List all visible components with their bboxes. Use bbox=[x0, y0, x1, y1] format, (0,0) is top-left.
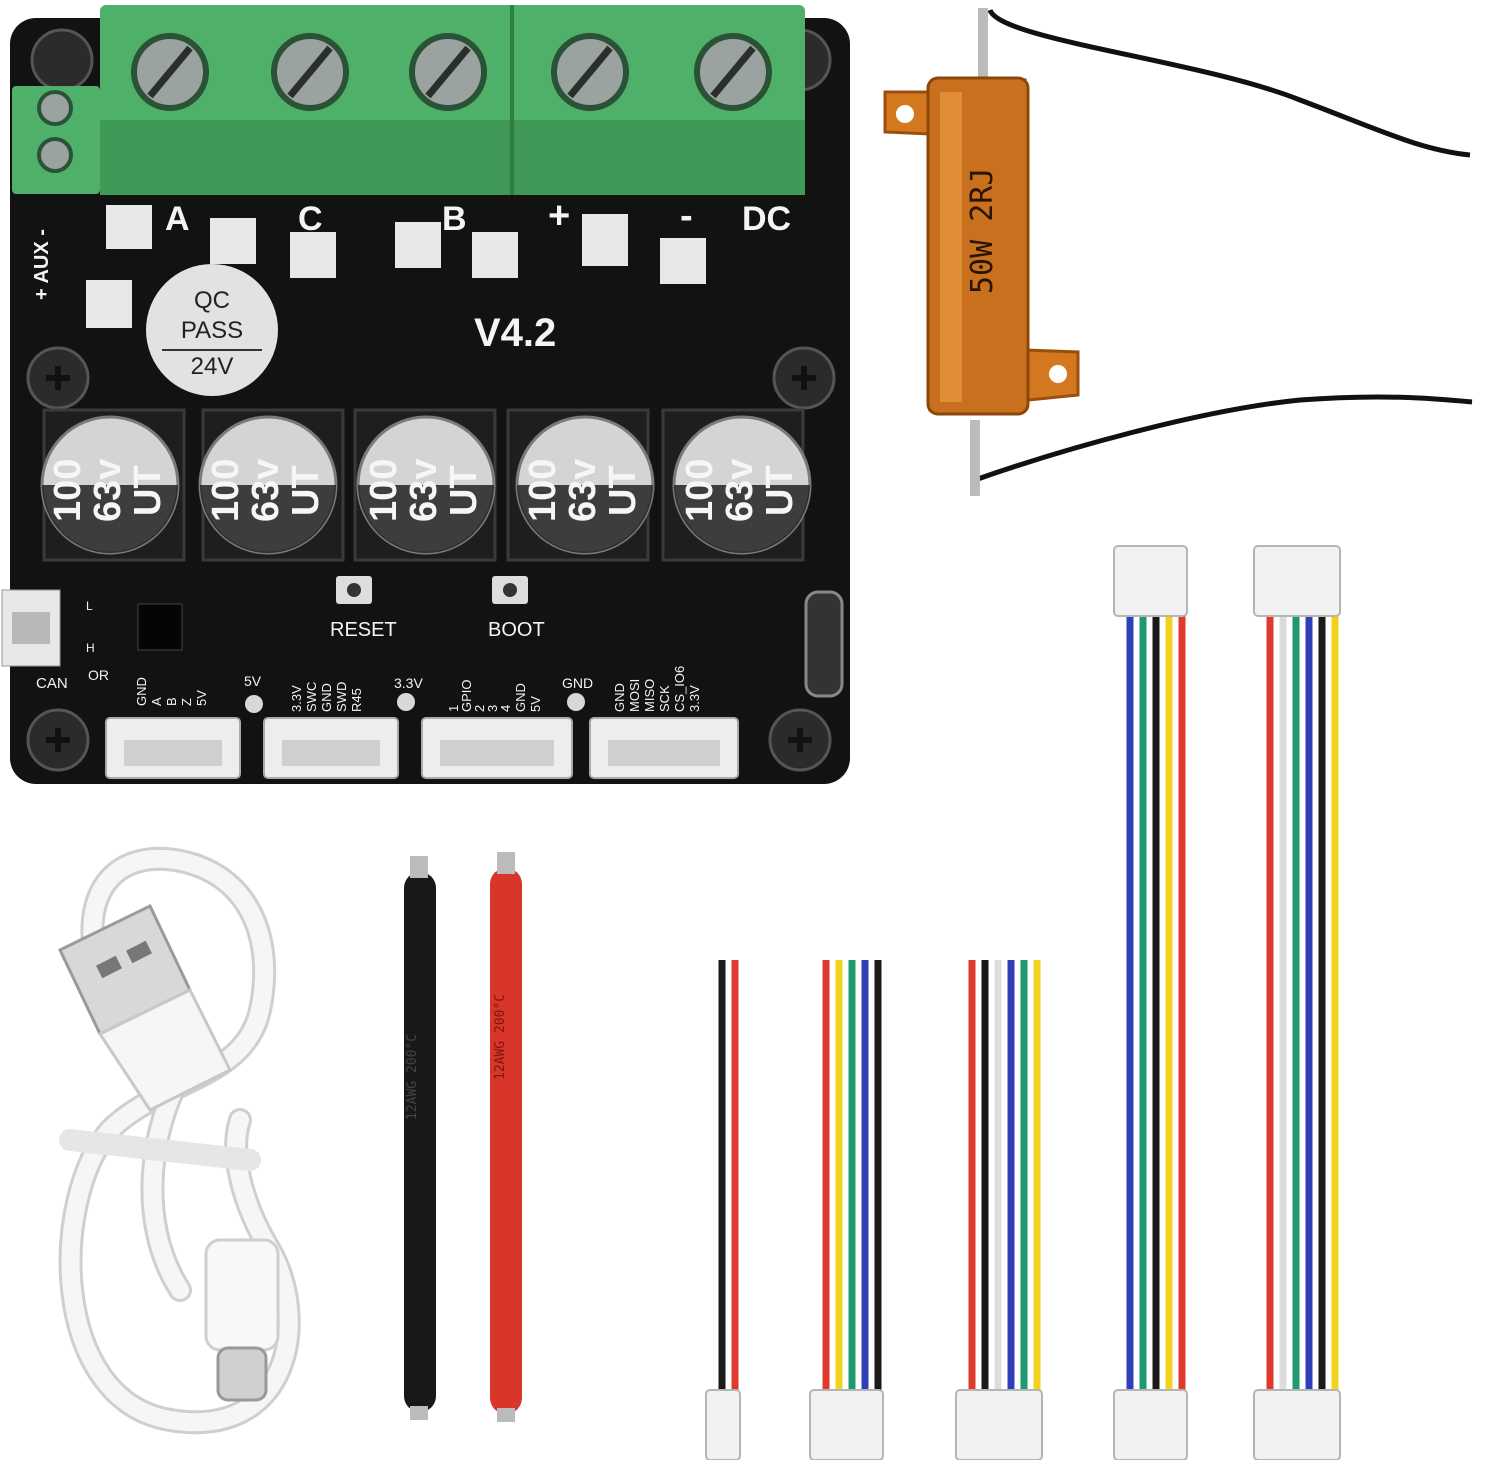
jst-connector bbox=[1253, 1389, 1341, 1460]
aux-terminal bbox=[12, 86, 100, 194]
pin-label: GND bbox=[134, 677, 149, 706]
jumper-cable-1 bbox=[705, 960, 741, 1460]
can-pin-h: H bbox=[86, 641, 95, 655]
capacitor-voltage-5: 63v bbox=[719, 459, 761, 522]
terminal-label-c: C bbox=[298, 200, 323, 238]
test-point-gnd: GND bbox=[562, 675, 593, 691]
jumper-cables bbox=[705, 545, 1341, 1460]
terminal-label-dc: DC bbox=[742, 200, 791, 238]
capacitor-series-4: UT bbox=[602, 465, 644, 516]
jumper-cable-5 bbox=[1253, 545, 1341, 1460]
jst-connector bbox=[1113, 1389, 1188, 1460]
capacitor-value-2: 100 bbox=[205, 459, 247, 522]
usb-c-port bbox=[804, 590, 844, 698]
jst-connector bbox=[705, 1389, 741, 1460]
jst-connector bbox=[955, 1389, 1043, 1460]
pin-label: 1 bbox=[446, 705, 461, 712]
pin-label: GND bbox=[513, 683, 528, 712]
version-label: V4.2 bbox=[474, 311, 556, 355]
capacitor-series-5: UT bbox=[759, 465, 801, 516]
capacitor-value-4: 100 bbox=[522, 459, 564, 522]
pin-label: Z bbox=[179, 698, 194, 706]
pin-label: 3 bbox=[485, 705, 500, 712]
jumper-cable-2 bbox=[809, 960, 884, 1460]
power-resistor: 50W 2RJ bbox=[883, 8, 1473, 496]
pin-label: 5V bbox=[528, 696, 543, 712]
pin-label: GND bbox=[319, 683, 334, 712]
aux-label: + AUX - bbox=[31, 229, 53, 300]
wire-marking-black: 12AWG 200°C bbox=[405, 1034, 420, 1120]
or-label: OR bbox=[88, 667, 109, 683]
pin-label: SCK bbox=[657, 685, 672, 712]
resistor-marking: 50W 2RJ bbox=[965, 168, 1000, 294]
jst-connector bbox=[1113, 545, 1188, 617]
boot-label: BOOT bbox=[488, 619, 545, 641]
capacitor-voltage-4: 63v bbox=[562, 459, 604, 522]
pin-label: SWD bbox=[334, 682, 349, 712]
pin-label: CS_IO6 bbox=[672, 666, 687, 712]
terminal-label-a: A bbox=[165, 200, 190, 238]
pin-label: A bbox=[149, 697, 164, 706]
pin-label: GND bbox=[612, 683, 627, 712]
pin-label: GPIO bbox=[459, 679, 474, 712]
reset-label: RESET bbox=[330, 619, 397, 641]
pin-label: 3.3V bbox=[289, 685, 304, 712]
pin-label: MISO bbox=[642, 679, 657, 712]
silicone-wire-black: 12AWG 200°C bbox=[404, 856, 436, 1420]
capacitor-bank: 100 63v UT 100 63v UT 100 63v UT 100 63v… bbox=[40, 408, 812, 562]
jumper-cable-3 bbox=[955, 960, 1043, 1460]
pin-label: 2 bbox=[472, 705, 487, 712]
capacitor-series-1: UT bbox=[127, 465, 169, 516]
can-pin-l: L bbox=[86, 599, 93, 613]
svg-text:24V: 24V bbox=[191, 353, 234, 380]
pin-label: MOSI bbox=[627, 679, 642, 712]
terminal-label-minus: - bbox=[680, 195, 693, 237]
capacitor-voltage-3: 63v bbox=[403, 459, 445, 522]
silicone-wire-red: 12AWG 200°C bbox=[490, 852, 522, 1422]
terminal-label-plus: + bbox=[548, 195, 570, 237]
capacitor-series-2: UT bbox=[285, 465, 327, 516]
capacitor-value-5: 100 bbox=[679, 459, 721, 522]
capacitor-voltage-1: 63v bbox=[87, 459, 129, 522]
capacitor-series-3: UT bbox=[443, 465, 485, 516]
pin-label: R45 bbox=[349, 688, 364, 712]
terminal-label-b: B bbox=[442, 200, 467, 238]
capacitor-voltage-2: 63v bbox=[245, 459, 287, 522]
pin-label: B bbox=[164, 697, 179, 706]
motor-terminal-block bbox=[100, 5, 805, 195]
pin-label: 3.3V bbox=[687, 685, 702, 712]
pin-label: SWC bbox=[304, 682, 319, 712]
usb-c-plug bbox=[204, 1238, 280, 1402]
test-point-3v3: 3.3V bbox=[394, 675, 423, 691]
jst-connector bbox=[1253, 545, 1341, 617]
ic-chip bbox=[137, 603, 183, 651]
pin-label: 5V bbox=[194, 690, 209, 706]
svg-text:PASS: PASS bbox=[181, 317, 243, 344]
capacitor-value-1: 100 bbox=[47, 459, 89, 522]
jumper-cable-4 bbox=[1113, 545, 1188, 1460]
controller-board: A C B + - DC + AUX - QC PASS 24V V4.2 bbox=[1, 5, 850, 784]
test-point-5v: 5V bbox=[244, 673, 262, 689]
can-label: CAN bbox=[36, 675, 68, 692]
usb-a-plug bbox=[58, 903, 233, 1112]
pin-label: 4 bbox=[498, 705, 513, 712]
capacitor-value-3: 100 bbox=[363, 459, 405, 522]
qc-pass-sticker: QC PASS 24V bbox=[146, 264, 278, 396]
jst-connector bbox=[809, 1389, 884, 1460]
svg-text:QC: QC bbox=[194, 287, 230, 314]
can-connector bbox=[1, 589, 61, 667]
wire-marking-red: 12AWG 200°C bbox=[493, 994, 508, 1080]
